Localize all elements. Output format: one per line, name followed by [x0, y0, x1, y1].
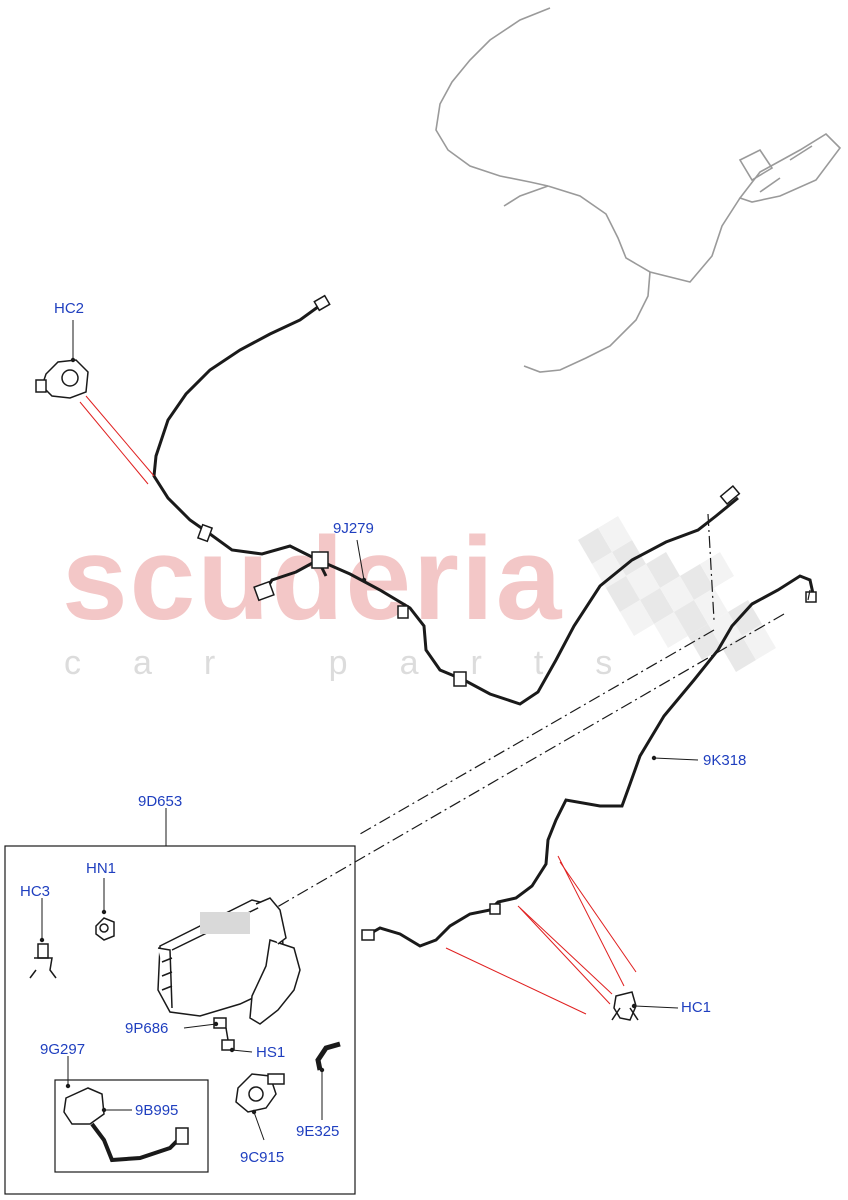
watermark-flag	[578, 516, 776, 672]
pipe-9k318-fittings	[361, 591, 817, 941]
callout-hn1: HN1	[86, 860, 117, 877]
pipe-9j279-fittings	[196, 294, 741, 687]
callout-9d653: 9D653	[138, 793, 183, 810]
watermark-main: scuderia	[62, 513, 564, 645]
nut-hn1	[95, 917, 115, 941]
hose-9e325	[315, 1041, 341, 1071]
valve-9c915	[235, 1073, 285, 1113]
pipe-9k318	[365, 574, 816, 948]
callout-9e325: 9E325	[296, 1123, 340, 1140]
callout-hs1: HS1	[256, 1044, 286, 1061]
callout-dots	[39, 357, 657, 1115]
callout-9g297: 9G297	[40, 1041, 86, 1058]
callout-9j279: 9J279	[333, 520, 374, 537]
pump-9b995	[63, 1087, 189, 1163]
callout-9c915: 9C915	[240, 1149, 285, 1166]
small-fasteners	[213, 1017, 235, 1051]
clip-hc2	[35, 359, 89, 399]
canister	[157, 897, 301, 1025]
pipe-9j279	[152, 302, 739, 706]
callout-hc2: HC2	[54, 300, 85, 317]
callout-hc3: HC3	[20, 883, 51, 900]
clip-hc3	[29, 943, 57, 979]
callout-9k318: 9K318	[703, 752, 747, 769]
kit-9d653-frame	[4, 845, 356, 1195]
reference-assembly-ghost	[435, 7, 842, 373]
watermark-sub: car parts	[64, 644, 665, 682]
red-leaders	[79, 395, 637, 1015]
callout-9p686: 9P686	[125, 1020, 169, 1037]
callout-hc1: HC1	[681, 999, 712, 1016]
clip-hc1	[611, 991, 639, 1021]
callout-9b995: 9B995	[135, 1102, 179, 1119]
callout-leaders	[41, 320, 699, 1141]
connection-lines	[271, 513, 811, 911]
